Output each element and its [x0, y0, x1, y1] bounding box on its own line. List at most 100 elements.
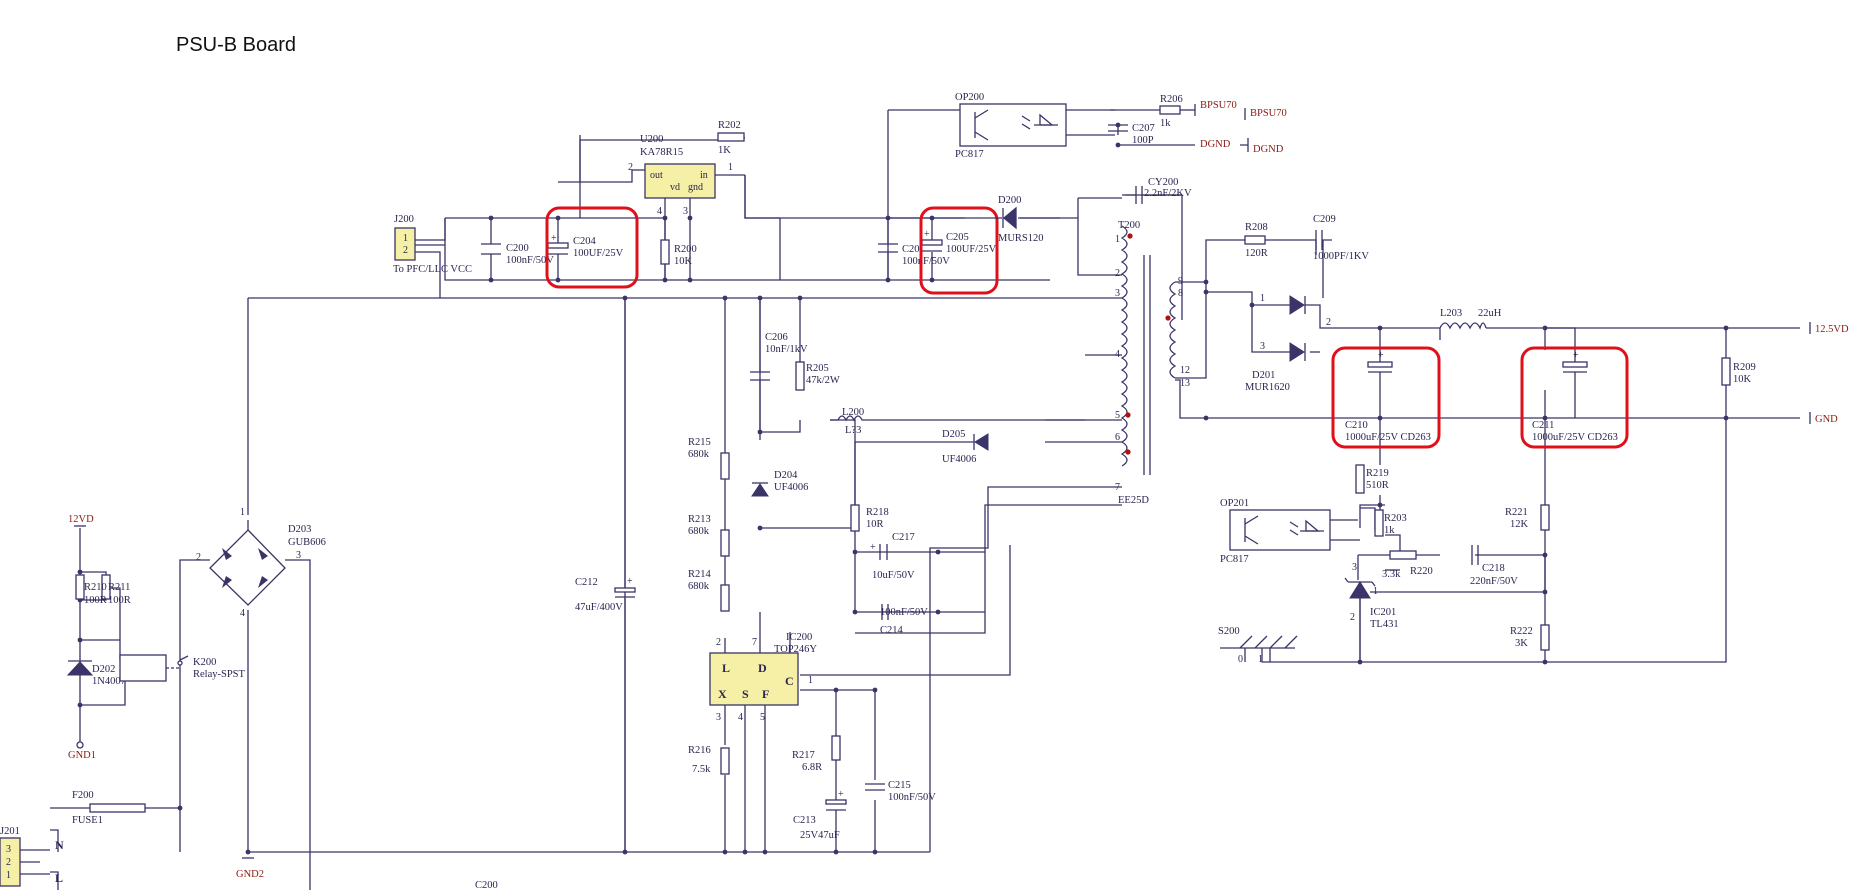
ic201-pin1: 1 [1373, 586, 1378, 597]
j200-pin1: 1 [403, 233, 408, 244]
regulator-u200 [580, 163, 745, 218]
r205-ref: R205 [806, 363, 829, 374]
r220-ref: R220 [1410, 566, 1433, 577]
j201-n-label: N [55, 838, 64, 852]
r217-value: 6.8R [802, 762, 822, 773]
optocoupler-op200 [959, 103, 1067, 147]
capacitor-c205: + [921, 218, 943, 280]
d205-value: UF4006 [942, 454, 976, 465]
gnd1-symbol [76, 741, 84, 749]
connector-j201 [0, 837, 50, 887]
d203-pin1: 1 [240, 507, 245, 518]
ic201-ref: IC201 [1370, 607, 1396, 618]
r203-value: 1k [1384, 525, 1395, 536]
t200-pin5: 5 [1115, 410, 1120, 421]
t200-ref: T200 [1118, 220, 1140, 231]
t200-pin4: 4 [1115, 349, 1120, 360]
r206-value: 1k [1160, 118, 1171, 129]
t200-pin2: 2 [1115, 268, 1120, 279]
r211-ref: R211 [108, 582, 130, 593]
resistor-r202 [717, 132, 745, 142]
t200-pin3: 3 [1115, 288, 1120, 299]
resistor-r219 [1355, 464, 1365, 494]
c207-value: 100P [1132, 135, 1154, 146]
r215-ref: R215 [688, 437, 711, 448]
t200-sec-lead [1175, 282, 1207, 379]
inductor-l200 [830, 415, 1085, 422]
connector-j200 [394, 218, 446, 298]
resistor-r214 [720, 584, 730, 612]
resistor-r213 [720, 529, 730, 557]
c212-value: 47uF/400V [575, 602, 623, 613]
c201-value: 100nF/50V [902, 256, 950, 267]
optocoupler-op201 [1229, 509, 1360, 551]
d203-pin4: 4 [240, 608, 245, 619]
capacitor-c207 [1108, 124, 1128, 132]
net-gnd2: GND2 [236, 869, 264, 880]
r213-ref: R213 [688, 514, 711, 525]
d203-ref: D203 [288, 524, 311, 535]
t200-pin8: 8 [1178, 288, 1183, 299]
diode-d204 [751, 482, 769, 497]
resistor-r208 [1244, 235, 1266, 245]
c200-ref: C200 [506, 243, 529, 254]
c212-ref: C212 [575, 577, 598, 588]
svg-text:+: + [627, 576, 633, 587]
net-dgnd-b: DGND [1253, 144, 1284, 155]
capacitor-cy200 [1125, 186, 1182, 204]
r211-value: 100R [108, 595, 131, 606]
s200-pin1: 1 [1258, 654, 1263, 665]
r218-value: 10R [866, 519, 884, 530]
junction-dots [77, 122, 1729, 855]
d203-value: GUB606 [288, 537, 326, 548]
r219-value: 510R [1366, 480, 1389, 491]
l203-value: 22uH [1478, 308, 1502, 319]
ic200-pin3: 3 [716, 712, 721, 723]
s200-pin0: 0 [1238, 654, 1243, 665]
t200-pin12: 12 [1180, 365, 1190, 376]
resistor-r218 [850, 504, 860, 532]
c201-ref: C20 [902, 244, 920, 255]
capacitor-c210: + [1367, 340, 1393, 390]
t200-pin9: 9 [1178, 276, 1183, 287]
ic200-ref: IC200 [786, 632, 812, 643]
t200-pin7: 7 [1115, 482, 1120, 493]
diode-d205 [854, 433, 989, 467]
c215-ref: C215 [888, 780, 911, 791]
f200-value: FUSE1 [72, 815, 103, 826]
net-12vd: 12VD [68, 514, 94, 525]
capacitor-c212: + [614, 298, 636, 852]
inductor-l203 [1439, 322, 1487, 330]
highlight-c210 [1331, 346, 1441, 449]
diode-d201 [1289, 295, 1306, 362]
ic200-x-pin: X [718, 687, 727, 701]
d200-value: MURS120 [998, 233, 1044, 244]
c207-ref: C207 [1132, 123, 1155, 134]
d201-value: MUR1620 [1245, 382, 1290, 393]
c205-ref: C205 [946, 232, 969, 243]
svg-text:+: + [838, 789, 844, 800]
u200-value: KA78R15 [640, 147, 683, 158]
d205-ref: D205 [942, 429, 965, 440]
resistor-r210-r211 [75, 571, 111, 601]
diode-d200 [990, 206, 1078, 230]
wires [50, 109, 1800, 890]
chassis-ground-s200 [1220, 635, 1298, 663]
r209-ref: R209 [1733, 362, 1756, 373]
ic200-f-pin: F [762, 687, 769, 701]
op200-ref: OP200 [955, 92, 984, 103]
k200-ref: K200 [193, 657, 216, 668]
r210-value: 100R [84, 595, 107, 606]
c211-value: 1000uF/25V CD263 [1532, 432, 1618, 443]
r202-value: 1K [718, 145, 731, 156]
ic200-pin7: 7 [752, 637, 757, 648]
c217-ref: C217 [892, 532, 915, 543]
l200-ref: L200 [842, 407, 864, 418]
svg-text:+: + [551, 233, 557, 244]
r219-ref: R219 [1366, 468, 1389, 479]
highlight-c204 [545, 206, 639, 289]
net-gnd: GND [1815, 414, 1838, 425]
u200-in: in [700, 170, 708, 181]
d202-ref: D202 [92, 664, 115, 675]
net-dgnd-bar [1240, 138, 1249, 152]
